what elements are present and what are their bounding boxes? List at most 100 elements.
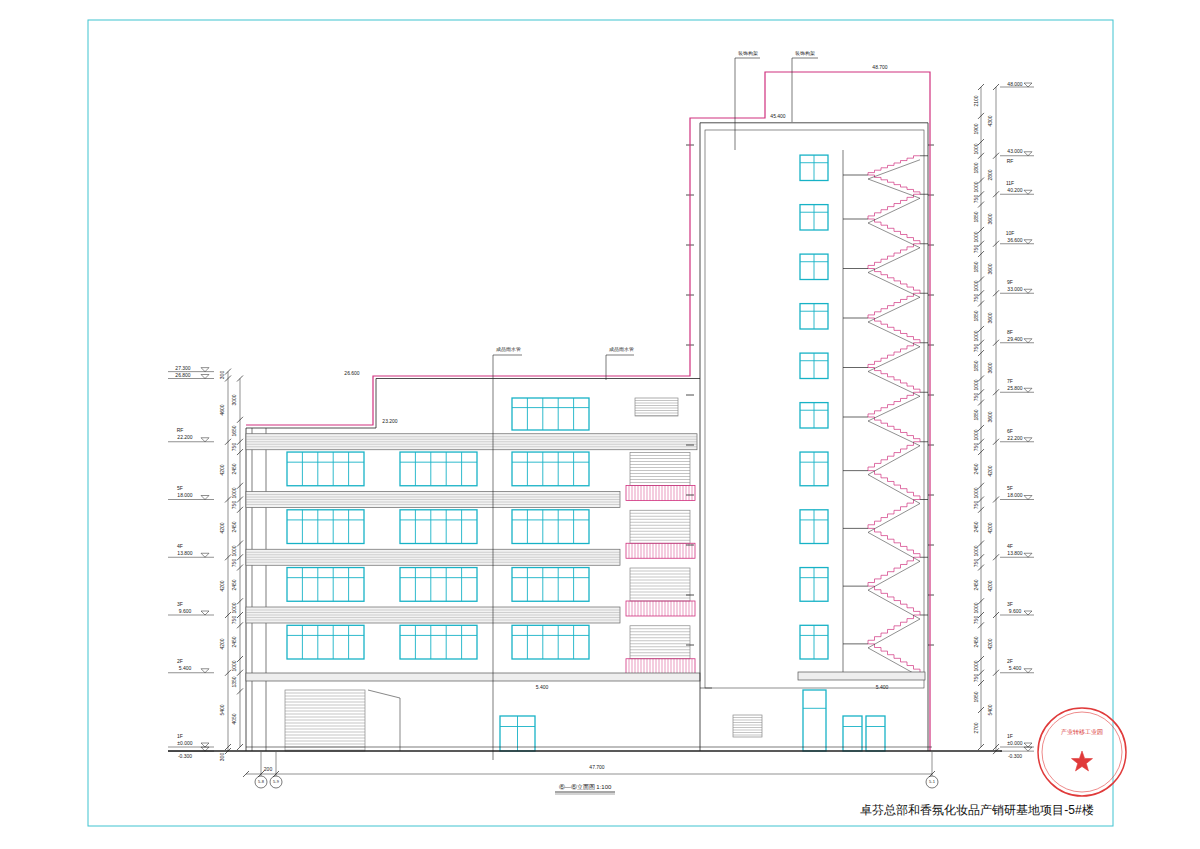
level-line (1000, 87, 1034, 88)
louvre (630, 531, 690, 532)
stair-stringer (868, 532, 920, 561)
dimension-tick (978, 202, 984, 208)
window (814, 254, 815, 279)
dimension-tick (978, 425, 984, 431)
window (317, 510, 318, 544)
dimension-text: 1850 (974, 310, 979, 321)
window (814, 353, 815, 378)
window (302, 568, 303, 602)
level-marker (1024, 747, 1032, 751)
railing (626, 601, 695, 616)
dimension-tick (978, 276, 984, 282)
louvre (630, 513, 690, 514)
railing (650, 601, 651, 616)
louvre (630, 574, 690, 575)
louvre (630, 571, 690, 572)
railing (632, 543, 633, 558)
louvre (635, 408, 678, 409)
dimension-text: 2450 (232, 463, 237, 474)
level-line (1000, 557, 1034, 558)
elevation-text: 200 (264, 767, 272, 772)
louvre (285, 708, 365, 709)
dimension-tick (237, 744, 243, 750)
dimension-text: 1350 (232, 676, 237, 687)
window (542, 510, 543, 544)
level-marker (201, 368, 209, 372)
window (527, 510, 528, 544)
window (287, 510, 364, 544)
railing (665, 601, 666, 616)
dimension-text: 3600 (988, 362, 993, 373)
stair-stringer (868, 446, 920, 475)
dimension-text: 3600 (988, 312, 993, 323)
dimension-tick (978, 707, 984, 713)
railing (683, 601, 684, 616)
railing (686, 659, 687, 674)
dimension-text: 1000 (974, 143, 979, 154)
dimension-text: 1000 (974, 379, 979, 390)
dimension-tick (237, 497, 243, 503)
railing (683, 543, 684, 558)
drawing-line (700, 688, 712, 689)
dimension-text: 5400 (220, 704, 225, 715)
louvre (285, 702, 365, 703)
stair-flight (868, 318, 920, 343)
window (348, 452, 349, 486)
railing (647, 601, 648, 616)
railing (671, 601, 672, 616)
leader-line (606, 355, 634, 380)
level-marker (1024, 152, 1032, 156)
louvre (630, 522, 690, 523)
stair-stringer (868, 322, 920, 347)
louvre (733, 727, 762, 728)
railing (662, 659, 663, 674)
dimension-tick (993, 612, 999, 618)
dimension-tick (237, 449, 243, 455)
note-text: 成品雨水管 (496, 348, 521, 353)
axis-number: 5-9 (273, 780, 279, 784)
louvre (630, 640, 690, 641)
dimension-tick (237, 439, 243, 445)
railing (644, 659, 645, 674)
window (542, 625, 543, 659)
dimension-tick (978, 612, 984, 618)
louvre (285, 735, 365, 736)
dimension-tick (978, 241, 984, 247)
stair-flight (868, 500, 920, 529)
stair-stringer (868, 179, 920, 198)
stair-stringer (868, 590, 920, 619)
stair-stringer (868, 619, 920, 648)
floor-band (246, 436, 697, 437)
window (866, 716, 885, 751)
louvre (285, 720, 365, 721)
window (800, 452, 828, 486)
window (814, 304, 815, 329)
dimension-tick (978, 178, 984, 184)
window (446, 452, 447, 486)
level-line (1000, 751, 1034, 752)
railing (629, 486, 630, 501)
elevation-text: 3F (1007, 602, 1013, 607)
railing (674, 486, 675, 501)
window (287, 625, 364, 659)
dimension-tick (978, 507, 984, 513)
louvre (630, 476, 690, 477)
window (400, 577, 477, 578)
dimension-tick (978, 622, 984, 628)
louvre (630, 525, 690, 526)
stair-stringer (868, 372, 920, 397)
elevation-text: -0.300 (178, 754, 192, 759)
louvre (630, 510, 690, 543)
railing (629, 543, 630, 558)
elevation-text: 4F (177, 544, 183, 549)
pipe-bracket (928, 495, 934, 496)
dimension-text: 750 (974, 393, 979, 401)
elevation-text: 5.400 (876, 685, 889, 690)
level-line (1000, 293, 1034, 294)
dimension-text: 750 (232, 443, 237, 451)
window (866, 726, 885, 727)
dimension-tick (225, 670, 231, 676)
dimension-text: 5400 (988, 704, 993, 715)
stair-flight (868, 471, 920, 500)
pipe-bracket (686, 645, 694, 646)
